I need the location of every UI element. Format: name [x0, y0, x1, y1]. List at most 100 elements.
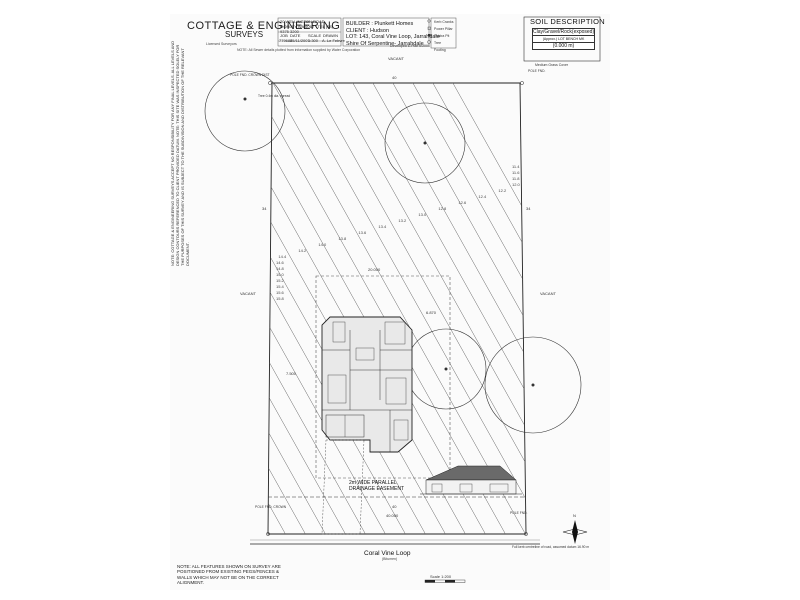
- contour-line: [439, 83, 526, 534]
- contour-label: 13.0: [418, 212, 427, 217]
- soil-row: Clay/Gravel/Rock(exposed): [533, 29, 595, 36]
- contour-line: [279, 83, 526, 534]
- contour-line: [399, 83, 526, 534]
- dim-house-width: 20.000: [368, 267, 381, 272]
- title-block-drawn-label: DRAWN: [323, 33, 338, 38]
- contour-label: 12.4: [478, 194, 487, 199]
- dim-bottom: 40: [392, 504, 397, 509]
- house-footprint: [321, 316, 413, 453]
- tree-canopy: [484, 336, 582, 434]
- title-block-job: 779686: [279, 38, 293, 43]
- contour-label: 11.6: [512, 170, 520, 175]
- dim-left: 34: [262, 206, 267, 211]
- contour-label: 14.0: [318, 242, 327, 247]
- contour-label: 13.2: [398, 218, 407, 223]
- contour-line: [419, 83, 526, 534]
- contour-line: [268, 83, 281, 534]
- north-label: N: [573, 513, 576, 518]
- contour-line: [268, 83, 421, 534]
- dim-top: 40: [392, 75, 397, 80]
- pole-note: POLE FND. CROWN: [255, 505, 287, 509]
- title-block-scale: 1:300: [308, 38, 319, 43]
- building-envelope: [315, 275, 451, 479]
- firm-name: COTTAGE & ENGINEERING: [187, 20, 341, 32]
- survey-sheet: [170, 14, 610, 590]
- contour-label: 13.6: [358, 230, 367, 235]
- contour-label: 13.8: [338, 236, 347, 241]
- pole-note: POLE FND. CROWN DIST: [230, 73, 270, 77]
- builder-info: BUILDER : Plunkett Homes CLIENT : Hudson…: [346, 21, 440, 47]
- lot-line: LOT: 143, Coral Vine Loop, Jarrahdale: [346, 34, 440, 41]
- pole-note: POLE FND.: [510, 511, 527, 515]
- contour-label: 11.8: [512, 176, 520, 181]
- contour-label: 14.4: [278, 254, 287, 259]
- scale-bar: [424, 579, 466, 583]
- tree-canopy: [204, 70, 286, 152]
- sewer-note: NOTE: All Sewer details plotted from inf…: [237, 48, 361, 52]
- contour-line: [339, 83, 526, 534]
- legend: Kerb Cranks Power Pillar Telstra Pit Tre…: [434, 19, 453, 54]
- client-line: CLIENT : Hudson: [346, 27, 390, 34]
- soil-table: Clay/Gravel/Rock(exposed) (Approx.) LOT …: [532, 28, 595, 50]
- contour-line: [379, 83, 526, 534]
- contour-line: [268, 83, 381, 534]
- street-surface: (Bitumen): [382, 557, 398, 561]
- vacant-label-top: VACANT: [388, 56, 404, 61]
- contour-label: 12.0: [512, 182, 521, 187]
- contour-label: 14.8: [276, 266, 285, 271]
- legend-symbols: [427, 19, 431, 44]
- shire-line: Shire Of Serpentine- Jarrahdale: [346, 40, 424, 47]
- contour-line: [359, 83, 526, 534]
- title-block-drawn: A. Le Febvre: [322, 38, 345, 43]
- bottom-note: NOTE: ALL FEATURES SHOWN ON SURVEY ARE P…: [177, 564, 281, 586]
- legend-item: Tree: [434, 41, 442, 45]
- contour-line: [268, 83, 401, 534]
- easement-line2: DRAINAGE EASEMENT: [349, 486, 405, 492]
- contour-line: [268, 83, 461, 534]
- title-block-address: 20 WELLINGTON ROAD, MORLEY WA 6062 · TEL…: [280, 19, 333, 34]
- title-block-date-label: DATE: [290, 33, 301, 38]
- contour-line: [299, 83, 526, 534]
- soil-title: SOIL DESCRIPTION: [530, 17, 605, 26]
- easement-line1: 2m WIDE PARALLEL: [349, 480, 397, 486]
- legend-item: Power Pillar: [434, 27, 453, 31]
- driveway: [321, 439, 365, 535]
- tree-note: Tree 0.4m dia. spread: [258, 94, 290, 98]
- legend-box: [430, 17, 457, 49]
- contour-label: 11.4: [512, 164, 520, 169]
- builder-box: [342, 17, 430, 47]
- pole-note: POLE FND.: [528, 69, 545, 73]
- contour-label: 15.4: [276, 284, 285, 289]
- dim-bottom-detail: 40.000: [386, 513, 399, 518]
- builder-line: BUILDER : Plunkett Homes: [346, 21, 414, 27]
- soil-box-frame: [523, 16, 601, 62]
- street-name: Coral Vine Loop: [364, 550, 411, 557]
- contour-label: 12.6: [458, 200, 467, 205]
- firm-sub: SURVEYS: [225, 30, 264, 39]
- vacant-label-right: VACANT: [540, 291, 556, 296]
- contour-label: 12.8: [438, 206, 447, 211]
- road-note: Full kerb centreline of road, assumed da…: [512, 545, 589, 549]
- tree-canopy: [384, 102, 466, 184]
- contour-line: [268, 83, 321, 534]
- title-block-scale-label: SCALE: [308, 33, 322, 38]
- contour-line: [268, 83, 341, 534]
- contour-label: 15.0: [276, 272, 285, 277]
- vacant-label-left: VACANT: [240, 291, 256, 296]
- easement-label: 2m WIDE PARALLEL DRAINAGE EASEMENT: [349, 480, 404, 492]
- legend-item: Footing: [434, 48, 446, 52]
- soil-row: (0.000 m): [552, 43, 575, 49]
- contour-label: 15.2: [276, 278, 285, 283]
- title-block-date: 25/11/2007: [290, 38, 310, 43]
- lot-boundary: [267, 82, 527, 535]
- contour-line: [319, 83, 526, 534]
- contour-label: 14.2: [298, 248, 307, 253]
- dim-right: 34: [526, 206, 531, 211]
- legend-item: Telstra Pit: [434, 34, 450, 38]
- contour-line: [268, 83, 361, 534]
- dim-front-setback: 7.500: [286, 371, 297, 376]
- contour-line: [268, 83, 301, 534]
- scale-label: Scale 1:200: [430, 574, 452, 579]
- soil-row: (Approx.) LOT BENCH MK: [533, 36, 594, 43]
